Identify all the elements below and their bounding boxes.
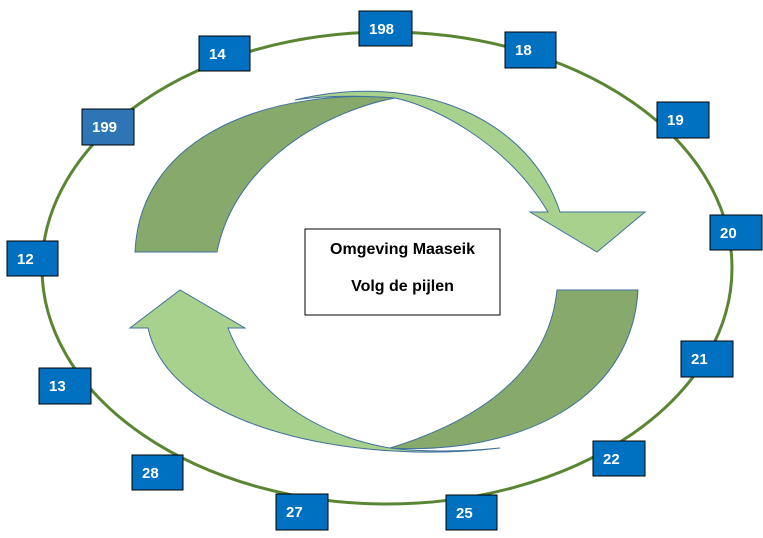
- node-box-18: 18: [504, 31, 557, 69]
- node-box-frame: [709, 214, 763, 251]
- node-box-frame: [592, 440, 646, 477]
- node-label: 199: [92, 119, 117, 136]
- node-label: 27: [286, 504, 303, 521]
- center-subtitle: Volg de pijlen: [351, 278, 454, 295]
- node-box-25: 25: [445, 494, 498, 531]
- node-label: 18: [515, 42, 532, 59]
- node-label: 25: [456, 505, 473, 522]
- node-box-19: 19: [656, 101, 710, 139]
- node-box-14: 14: [198, 35, 251, 72]
- node-label: 20: [720, 225, 737, 242]
- node-box-frame: [504, 31, 557, 69]
- node-box-198: 198: [358, 10, 413, 47]
- node-box-frame: [131, 454, 184, 491]
- node-box-frame: [198, 35, 251, 72]
- node-box-frame: [38, 367, 92, 405]
- node-box-27: 27: [275, 493, 329, 531]
- arrow-top-right-light: [294, 90, 647, 253]
- node-label: 198: [369, 21, 394, 38]
- node-boxes: 198 18 19 20 21 22 25 27 28 13 12 199 14: [6, 10, 763, 531]
- center-title: Omgeving Maaseik: [330, 241, 475, 258]
- node-box-13: 13: [38, 367, 92, 405]
- node-box-21: 21: [680, 340, 734, 378]
- node-box-12: 12: [6, 240, 59, 277]
- arrow-bottom-left-light: [128, 289, 501, 453]
- node-label: 22: [603, 451, 620, 468]
- center-box: Omgeving Maaseik Volg de pijlen: [304, 228, 501, 316]
- node-box-199: 199: [81, 108, 135, 146]
- node-box-frame: [656, 101, 710, 139]
- node-box-frame: [680, 340, 734, 378]
- node-label: 13: [49, 378, 66, 395]
- node-box-frame: [445, 494, 498, 531]
- node-box-frame: [81, 108, 135, 146]
- node-box-28: 28: [131, 454, 184, 491]
- node-box-frame: [6, 240, 59, 277]
- node-label: 21: [691, 351, 708, 368]
- node-box-frame: [275, 493, 329, 531]
- node-label: 12: [17, 251, 34, 268]
- node-label: 19: [667, 112, 684, 129]
- node-box-frame: [358, 10, 413, 47]
- node-box-22: 22: [592, 440, 646, 477]
- node-label: 14: [209, 46, 226, 63]
- center-box-frame: [304, 228, 501, 316]
- node-label: 28: [142, 465, 159, 482]
- node-box-20: 20: [709, 214, 763, 251]
